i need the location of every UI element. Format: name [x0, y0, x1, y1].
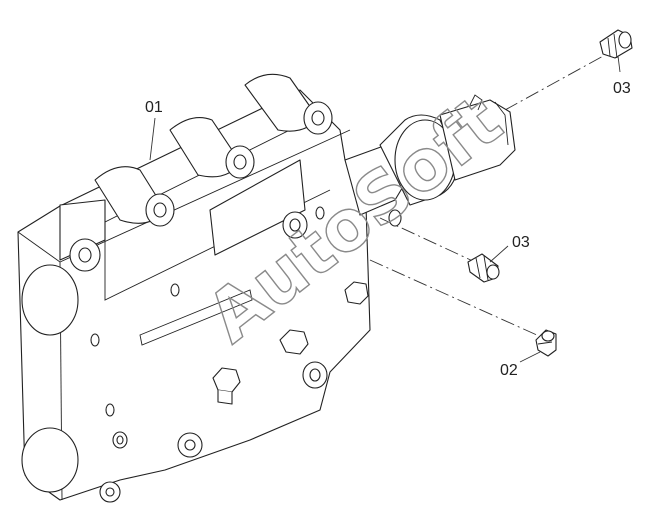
label-fitting-top: 03 [613, 80, 631, 97]
solenoid-actuator [344, 94, 516, 227]
bolt [344, 281, 369, 305]
leader-lines [149, 55, 621, 363]
bolt [212, 367, 241, 405]
label-elbow: 02 [500, 362, 518, 379]
elbow-fitting [535, 329, 557, 357]
fitting-top [599, 29, 633, 59]
center-lines [369, 54, 606, 341]
label-fitting-mid: 03 [512, 234, 530, 251]
bolt [279, 329, 309, 355]
valve-body [17, 73, 371, 503]
label-body: 01 [145, 99, 163, 116]
